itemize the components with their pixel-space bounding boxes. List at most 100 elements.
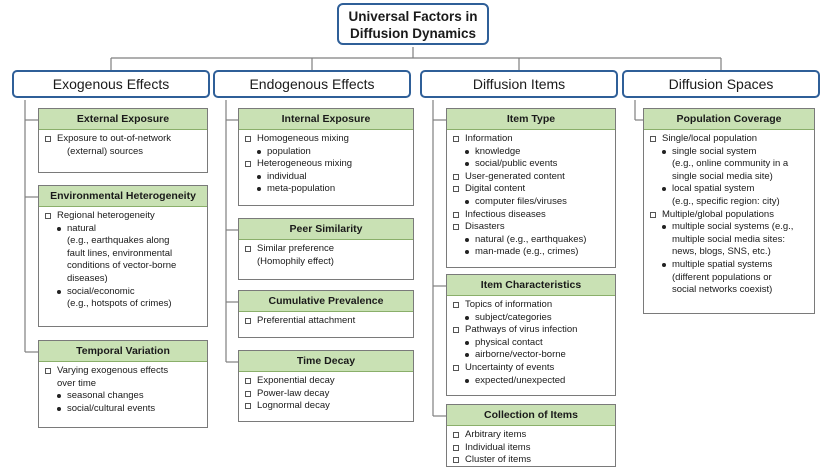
item-text: (e.g., hotspots of crimes) <box>67 298 172 310</box>
list-item: Preferential attachment <box>245 315 407 328</box>
sub-list-item: subject/categories <box>453 312 609 325</box>
sub-list-item: seasonal changes <box>45 390 201 403</box>
checkbox-icon <box>45 136 51 142</box>
panel-body: Similar preference(Homophily effect) <box>239 240 413 268</box>
sub-list-item: individual <box>245 171 407 184</box>
bullet-icon <box>465 353 469 358</box>
bullet-icon <box>57 394 61 399</box>
sub-list-item: multiple social systems (e.g., <box>650 221 808 234</box>
panel-title: Internal Exposure <box>239 109 413 130</box>
item-text: social networks coexist) <box>672 284 773 296</box>
sub-list-item: knowledge <box>453 146 609 159</box>
item-text: Lognormal decay <box>257 400 330 412</box>
list-item: Homogeneous mixing <box>245 133 407 146</box>
item-text: fault lines, environmental <box>67 247 173 259</box>
item-text: Infectious diseases <box>465 208 546 220</box>
item-text: Exponential decay <box>257 375 335 386</box>
sub-list-item: natural <box>45 223 201 236</box>
list-item: Similar preference <box>245 243 407 256</box>
item-text: computer files/viruses <box>475 195 567 207</box>
checkbox-icon <box>650 136 656 142</box>
sub-list-item: social/cultural events <box>45 403 201 416</box>
sub-item-continuation: (e.g., hotspots of crimes) <box>45 298 201 311</box>
item-text: Preferential attachment <box>257 315 356 326</box>
panel-title: Time Decay <box>239 351 413 372</box>
panel-title: Item Characteristics <box>447 275 615 296</box>
item-text: Single/local population <box>662 133 758 144</box>
checkbox-icon <box>245 136 251 142</box>
item-text: subject/categories <box>475 311 552 323</box>
sub-item-continuation: single social media site) <box>650 171 808 184</box>
category-diffusion-items: Diffusion Items <box>420 70 618 98</box>
bullet-icon <box>257 174 261 179</box>
item-text: (e.g., online community in a <box>672 158 789 170</box>
item-text: conditions of vector-borne <box>67 260 177 272</box>
list-item: Topics of information <box>453 299 609 312</box>
panel-body: Exposure to out-of-network(external) sou… <box>39 130 207 158</box>
item-text: (different populations or <box>672 271 772 283</box>
list-item: Exponential decay <box>245 375 407 388</box>
item-text: population <box>267 145 311 157</box>
sub-list-item: population <box>245 146 407 159</box>
item-text: Cluster of items <box>465 454 531 466</box>
sub-list-item: natural (e.g., earthquakes) <box>453 234 609 247</box>
item-text: single social system <box>672 145 757 157</box>
item-text: (e.g., specific region: city) <box>672 195 780 207</box>
checkbox-icon <box>453 364 459 371</box>
sub-list-item: physical contact <box>453 337 609 350</box>
checkbox-icon <box>245 378 251 384</box>
checkbox-icon <box>245 161 251 168</box>
list-item-continuation: over time <box>45 378 201 391</box>
item-text: Digital content <box>465 183 526 195</box>
item-text: Pathways of virus infection <box>465 324 578 336</box>
panel-body: Preferential attachment <box>239 312 413 328</box>
checkbox-icon <box>453 457 459 464</box>
checkbox-icon <box>453 186 459 193</box>
panel-title: Environmental Heterogeneity <box>39 186 207 207</box>
bullet-icon <box>465 378 469 383</box>
bullet-icon <box>465 162 469 167</box>
category-endogenous-effects: Endogenous Effects <box>213 70 411 98</box>
item-text: natural <box>67 222 97 234</box>
list-item: Information <box>453 133 609 146</box>
sub-item-continuation: social networks coexist) <box>650 284 808 297</box>
checkbox-icon <box>453 211 459 218</box>
item-text: over time <box>57 377 97 389</box>
checkbox-icon <box>45 213 51 219</box>
item-text: natural (e.g., earthquakes) <box>475 233 587 245</box>
item-text: single social media site) <box>672 170 773 182</box>
item-text: Topics of information <box>465 299 553 310</box>
sub-list-item: airborne/vector-borne <box>453 349 609 362</box>
list-item: User-generated content <box>453 171 609 184</box>
list-item: Individual items <box>453 442 609 455</box>
panel-title: Collection of Items <box>447 405 615 426</box>
list-item: Cluster of items <box>453 454 609 467</box>
item-text: Information <box>465 133 513 144</box>
checkbox-icon <box>245 390 251 397</box>
list-item: Multiple/global populations <box>650 209 808 222</box>
item-text: knowledge <box>475 145 521 157</box>
checkbox-icon <box>453 327 459 334</box>
list-item: Arbitrary items <box>453 429 609 442</box>
sub-item-continuation: diseases) <box>45 273 201 286</box>
item-text: seasonal changes <box>67 390 144 402</box>
bullet-icon <box>257 149 261 154</box>
item-text: social/economic <box>67 285 135 297</box>
item-text: social/cultural events <box>67 402 156 414</box>
bullet-icon <box>465 340 469 345</box>
root-title-line-2: Diffusion Dynamics <box>349 26 477 41</box>
